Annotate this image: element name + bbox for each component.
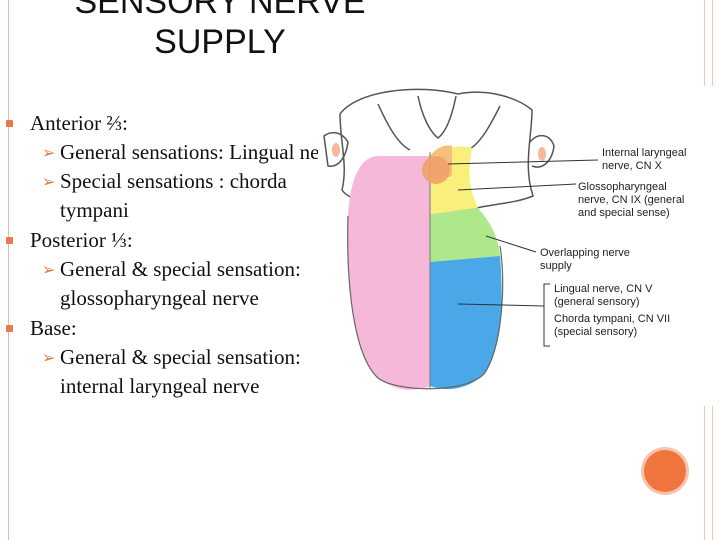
region-lingual-left	[347, 156, 430, 390]
tonsil-left	[332, 143, 340, 157]
square-bullet-icon	[6, 120, 13, 127]
arrow-bullet-icon: ➢	[42, 348, 56, 367]
sub-bullet: ➢General sensations: Lingual nerve	[30, 138, 360, 167]
sub-bullet: ➢Special sensations : chorda tympani	[30, 167, 360, 225]
square-bullet-icon	[6, 237, 13, 244]
bullet-base: Base:	[6, 313, 360, 343]
arrow-bullet-icon: ➢	[42, 260, 56, 279]
laryngeal-spot	[422, 156, 450, 184]
region-overlap	[430, 208, 500, 262]
bullet-text: General & special sensation: internal la…	[60, 345, 301, 398]
bullet-list: Anterior ⅔: ➢General sensations: Lingual…	[6, 108, 360, 401]
label-chorda: Chorda tympani, CN VII(special sensory)	[554, 313, 670, 338]
slide-title: SENSORY NERVE SUPPLY	[0, 0, 440, 62]
tonsil-right	[538, 147, 546, 161]
bullet-text: Posterior ⅓:	[30, 228, 133, 252]
sub-bullet: ➢General & special sensation: internal l…	[30, 343, 360, 401]
label-lingual: Lingual nerve, CN V(general sensory)	[554, 283, 653, 308]
bullet-text: Anterior ⅔:	[30, 111, 128, 135]
left-frame-line	[8, 0, 9, 540]
arrow-bullet-icon: ➢	[42, 172, 56, 191]
bullet-text: Special sensations : chorda tympani	[60, 169, 287, 222]
bullet-anterior: Anterior ⅔:	[6, 108, 360, 138]
bullet-text: General & special sensation: glossophary…	[60, 257, 301, 310]
title-line-2: SUPPLY	[154, 23, 286, 61]
region-lingual-right	[430, 256, 502, 390]
sub-bullet: ➢General & special sensation: glossophar…	[30, 255, 360, 313]
bullet-posterior: Posterior ⅓:	[6, 225, 360, 255]
bullet-text: Base:	[30, 316, 77, 340]
arrow-bullet-icon: ➢	[42, 143, 56, 162]
bullet-text: General sensations: Lingual nerve	[60, 140, 347, 164]
square-bullet-icon	[6, 325, 13, 332]
title-line-1: SENSORY NERVE	[74, 0, 366, 21]
tongue-outline	[347, 215, 504, 390]
leader-lines	[447, 159, 599, 347]
accent-dot	[644, 450, 686, 492]
